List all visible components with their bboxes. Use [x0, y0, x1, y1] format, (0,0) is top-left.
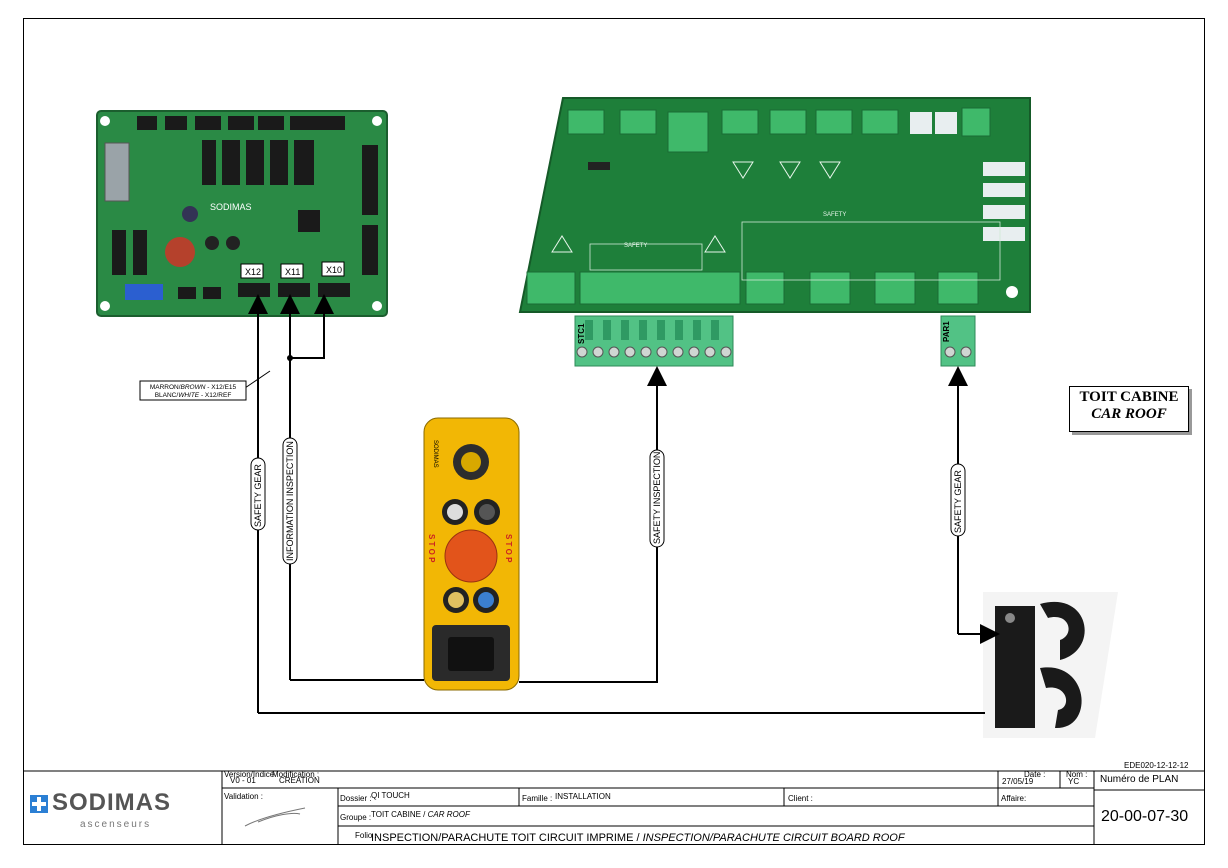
date-caption: Date : — [1024, 770, 1046, 779]
folio-fr: INSPECTION/PARACHUTE TOIT CIRCUIT IMPRIM… — [371, 832, 643, 844]
cable-text-information-inspection: INFORMATION INSPECTION — [285, 441, 295, 561]
view-title-fr: TOIT CABINE — [1079, 389, 1179, 405]
pendant-brand: SODIMAS — [432, 440, 438, 468]
note-brown-pin: - X12/E15 — [205, 384, 236, 391]
plan-caption: Numéro de PLAN — [1100, 774, 1179, 785]
safety-gear-switch — [983, 592, 1118, 738]
drawing-frame — [23, 18, 1205, 845]
folio-value: INSPECTION/PARACHUTE TOIT CIRCUIT IMPRIM… — [371, 832, 905, 844]
stc1-connector: STC1 — [574, 315, 734, 367]
dossier-value: QI TOUCH — [371, 791, 410, 800]
safety-silkscreen-2: SAFETY — [624, 243, 647, 249]
svg-text:BLANC/WHITE - X12/REF: BLANC/WHITE - X12/REF — [155, 392, 232, 399]
note-brown-en: BROWN — [181, 384, 206, 391]
svg-text:MARRON/BROWN - X12/E15: MARRON/BROWN - X12/E15 — [150, 384, 237, 391]
cable-text-safety-gear-right: SAFETY GEAR — [953, 470, 963, 533]
nom-value: YC — [1068, 777, 1080, 786]
note-white-fr: BLANC/ — [155, 392, 179, 399]
note-white-pin: - X12/REF — [199, 392, 231, 399]
controller-board: SODIMAS X12 X11 X10 — [96, 110, 388, 317]
pendant-stop-left: S T O P — [427, 534, 436, 563]
connector-x10-label: X10 — [326, 265, 342, 275]
nom-caption: Nom : — [1066, 770, 1088, 779]
cable-label-information-inspection: INFORMATION INSPECTION — [282, 437, 298, 565]
wire-color-note: MARRON/BROWN - X12/E15 BLANC/WHITE - X12… — [139, 380, 247, 401]
affaire-caption: Affaire: — [1001, 794, 1027, 803]
folio-caption: Folio : — [355, 831, 377, 840]
sodimas-logo: SODIMAS ascenseurs — [30, 789, 218, 839]
board-brand: SODIMAS — [210, 202, 252, 212]
groupe-fr: TOIT CABINE / — [371, 810, 428, 819]
famille-caption: Famille : — [522, 794, 553, 803]
car-roof-board: SAFETY SAFETY — [518, 97, 1031, 313]
title-block-grid — [23, 770, 1205, 845]
validation-signature — [244, 807, 306, 827]
famille-value: INSTALLATION — [555, 792, 611, 801]
note-white-en: WHITE — [178, 392, 200, 399]
connector-x11-label: X11 — [285, 267, 300, 277]
modification-caption: Modification : — [272, 770, 320, 779]
par1-label: PAR1 — [942, 321, 951, 342]
groupe-en: CAR ROOF — [427, 810, 470, 819]
logo-mark-icon — [30, 795, 48, 813]
groupe-caption: Groupe : — [340, 813, 372, 822]
cable-text-safety-gear-left: SAFETY GEAR — [253, 464, 263, 527]
note-brown-fr: MARRON/ — [150, 384, 181, 391]
folio-en: INSPECTION/PARACHUTE CIRCUIT BOARD ROOF — [642, 832, 905, 844]
reference-code: EDE020-12-12-12 — [1124, 761, 1189, 770]
client-caption: Client : — [788, 794, 813, 803]
view-title: TOIT CABINE CAR ROOF — [1069, 386, 1189, 432]
dossier-caption: Dossier : — [340, 794, 372, 803]
cable-label-safety-gear-left: SAFETY GEAR — [250, 457, 266, 531]
view-title-en: CAR ROOF — [1091, 406, 1167, 422]
logo-text: SODIMAS — [52, 789, 172, 816]
cable-label-safety-gear-right: SAFETY GEAR — [950, 463, 966, 537]
modification-value: CREATION — [279, 776, 320, 785]
safety-silkscreen: SAFETY — [823, 212, 846, 218]
version-caption: Version/Indice — [224, 770, 275, 779]
version-value: V0 - 01 — [230, 776, 256, 785]
par1-connector: PAR1 — [940, 315, 976, 367]
validation-caption: Validation : — [224, 792, 263, 801]
plan-number: 20-00-07-30 — [1101, 808, 1189, 825]
date-value: 27/05/19 — [1002, 777, 1034, 786]
connector-x12-label: X12 — [245, 267, 261, 277]
cable-label-safety-inspection: SAFETY INSPECTION — [649, 449, 665, 548]
groupe-value: TOIT CABINE / CAR ROOF — [371, 810, 470, 819]
cable-text-safety-inspection: SAFETY INSPECTION — [652, 452, 662, 544]
inspection-pendant: SODIMAS S T O P S T O P — [423, 417, 520, 691]
logo-subtext: ascenseurs — [80, 819, 152, 830]
stc1-label: STC1 — [577, 323, 586, 344]
pendant-stop-right: S T O P — [504, 534, 513, 563]
